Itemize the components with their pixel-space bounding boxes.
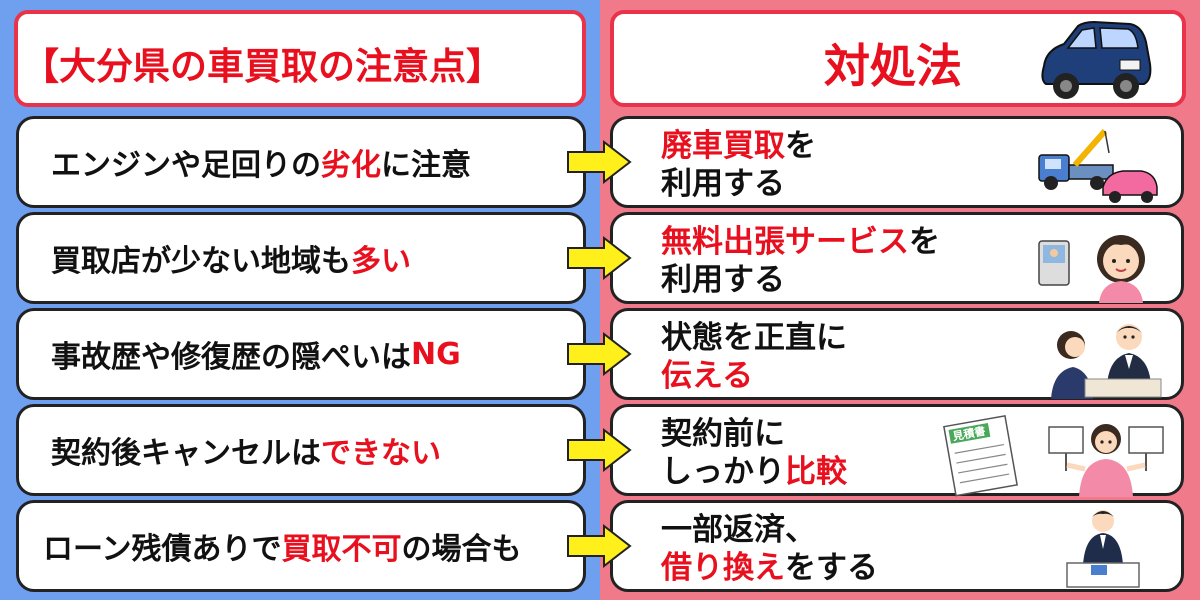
solution-text: 契約前に しっかり比較 [661,416,847,490]
problem-text: ローン残債ありで買取不可の場合も [43,532,522,567]
woman-intercom-icon [1038,235,1145,303]
consultation-icon [1051,324,1162,399]
arrow-right-icon [567,524,632,568]
solution-box: 状態を正直に 伝える [610,308,1184,400]
estimate-sheet-label: 見積書 [951,424,987,444]
left-header-title: 【大分県の車買取の注意点】 [22,45,503,88]
solution-text: 無料出張サービスを 利用する [661,224,940,298]
problem-text: 買取店が少ない地域も多い [51,244,411,279]
problem-box: ローン残債ありで買取不可の場合も [16,500,586,592]
car-icon [1041,20,1152,99]
arrow-right-icon [567,236,632,280]
tow-truck-icon [1038,129,1158,203]
solution-box: 一部返済、 借り換えをする [610,500,1184,592]
right-header: 対処法 [610,10,1186,107]
solution-text: 廃車買取を 利用する [661,128,816,202]
problem-text: 契約後キャンセルはできない [51,436,441,471]
estimate-compare-icon: 見積書 [943,415,1164,497]
businessman-desk-icon [1066,510,1140,588]
solution-box: 廃車買取を 利用する [610,116,1184,208]
left-header: 【大分県の車買取の注意点】 [14,10,586,107]
problem-box: 買取店が少ない地域も多い [16,212,586,304]
solution-box: 無料出張サービスを 利用する [610,212,1184,304]
problem-box: エンジンや足回りの劣化に注意 [16,116,586,208]
arrow-right-icon [567,428,632,472]
problem-text: エンジンや足回りの劣化に注意 [51,148,471,183]
problem-box: 契約後キャンセルはできない [16,404,586,496]
solution-box: 契約前に しっかり比較 見積書 [610,404,1184,497]
right-header-title: 対処法 [824,39,962,93]
arrow-right-icon [567,332,632,376]
solution-text: 状態を正直に 伝える [661,320,847,394]
solution-text: 一部返済、 借り換えをする [661,512,878,586]
arrow-right-icon [567,140,632,184]
